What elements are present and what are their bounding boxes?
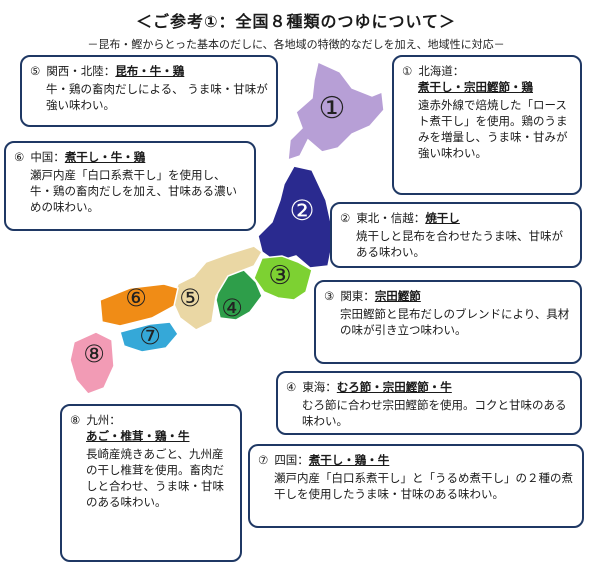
map-region-shikoku <box>119 321 179 353</box>
map-label-1: ① <box>319 91 346 126</box>
region-box-tokai: ④ 東海：むろ節・宗田鰹節・牛 むろ節に合わせ宗田鰹節を使用。コクと甘味のある味わ… <box>276 371 582 435</box>
map-label-7: ⑦ <box>139 322 161 350</box>
map-label-6: ⑥ <box>125 284 147 312</box>
region-description: 焼干しと昆布を合わせたうま味、甘味がある味わい。 <box>356 229 563 259</box>
region-label: 北海道： <box>418 64 465 78</box>
region-description: 瀬戸内産「白口系煮干し」と「うるめ煮干し」の２種の煮干しを使用したうま味・甘味の… <box>274 471 573 501</box>
region-label: 四国： <box>274 453 309 467</box>
map-label-3: ③ <box>268 261 291 291</box>
map-region-kyushu <box>69 331 115 395</box>
map-region-kansai <box>171 245 263 331</box>
map-label-2: ② <box>289 194 314 227</box>
region-dashi: 焼干し <box>425 211 460 225</box>
region-description: 宗田鰹節と昆布だしのブレンドにより、具材の味が引き立つ味わい。 <box>340 307 570 337</box>
region-heading: ③ 関東：宗田鰹節 <box>324 288 572 304</box>
region-box-kanto: ③ 関東：宗田鰹節 宗田鰹節と昆布だしのブレンドにより、具材の味が引き立つ味わい。 <box>314 280 582 364</box>
region-dashi: あご・椎茸・鶏・牛 <box>86 429 190 443</box>
region-label: 中国： <box>30 150 65 164</box>
region-number: ④ <box>286 380 297 394</box>
region-box-kyushu: ⑧ 九州： あご・椎茸・鶏・牛 長崎産焼きあごと、九州産の干し椎茸を使用。畜肉だし… <box>60 404 242 562</box>
map-label-4: ④ <box>221 294 243 322</box>
region-description: むろ節に合わせ宗田鰹節を使用。コクと甘味のある味わい。 <box>302 398 567 428</box>
region-heading: ⑧ 九州： <box>70 412 232 428</box>
region-dashi: むろ節・宗田鰹節・牛 <box>336 380 452 394</box>
region-label: 関東： <box>340 289 375 303</box>
region-number: ① <box>402 64 413 78</box>
region-heading: ⑤ 関西・北陸：昆布・牛・鶏 <box>30 63 268 79</box>
map-label-8: ⑧ <box>83 340 105 368</box>
region-box-chugoku: ⑥ 中国：煮干し・牛・鶏 瀬戸内産「白口系煮干し」を使用し、牛・鶏の畜肉だしを加え… <box>4 141 256 231</box>
region-number: ⑥ <box>14 150 25 164</box>
map-region-kanto <box>253 255 313 301</box>
map-label-5: ⑤ <box>179 284 201 312</box>
map-region-hokkaido <box>287 60 385 162</box>
region-number: ③ <box>324 289 335 303</box>
region-label: 九州： <box>86 413 121 427</box>
region-box-kansai: ⑤ 関西・北陸：昆布・牛・鶏 牛・鶏の畜肉だしによる、 うま味・甘味が強い味わい。 <box>20 55 278 127</box>
region-number: ⑦ <box>258 453 269 467</box>
region-description: 瀬戸内産「白口系煮干し」を使用し、牛・鶏の畜肉だしを加え、甘味ある濃いめの味わい… <box>30 168 237 214</box>
region-dashi: 煮干し・鶏・牛 <box>308 453 390 467</box>
region-heading: ② 東北・信越：焼干し <box>340 210 572 226</box>
region-number: ⑤ <box>30 64 41 78</box>
region-label: 東北・信越： <box>356 211 426 225</box>
page-subtitle: －昆布・鰹からとった基本のだしに、各地域の特徴的なだしを加え、地域性に対応－ <box>87 38 505 51</box>
map-region-chugoku <box>99 283 179 327</box>
region-box-shikoku: ⑦ 四国：煮干し・鶏・牛 瀬戸内産「白口系煮干し」と「うるめ煮干し」の２種の煮干し… <box>248 444 584 528</box>
region-heading: ④ 東海：むろ節・宗田鰹節・牛 <box>286 379 572 395</box>
region-dashi: 煮干し・宗田鰹節・鶏 <box>418 80 533 94</box>
region-box-hokkaido: ① 北海道： 煮干し・宗田鰹節・鶏 遠赤外線で焙焼した「ロースト煮干し」を使用。鶏… <box>392 55 582 195</box>
map-region-tokai <box>215 269 263 321</box>
region-box-tohoku: ② 東北・信越：焼干し 焼干しと昆布を合わせたうま味、甘味がある味わい。 <box>330 202 582 268</box>
region-heading: ① 北海道： <box>402 63 572 79</box>
region-description: 牛・鶏の畜肉だしによる、 うま味・甘味が強い味わい。 <box>46 82 268 112</box>
region-dashi: 宗田鰹節 <box>374 289 421 303</box>
region-dashi: 煮干し・牛・鶏 <box>64 150 146 164</box>
region-label: 関西・北陸： <box>46 64 116 78</box>
region-description: 長崎産焼きあごと、九州産の干し椎茸を使用。畜肉だしと合わせ、うま味・甘味のある味… <box>86 447 224 509</box>
region-number: ② <box>340 211 351 225</box>
page-title: ＜ご参考①：全国８種類のつゆについて＞ <box>135 12 457 31</box>
region-heading: ⑥ 中国：煮干し・牛・鶏 <box>14 149 246 165</box>
region-heading: ⑦ 四国：煮干し・鶏・牛 <box>258 452 574 468</box>
region-dashi: 昆布・牛・鶏 <box>115 64 185 78</box>
region-description: 遠赤外線で焙焼した「ロースト煮干し」を使用。鶏のうまみを増量し、うま味・甘みが強… <box>418 98 568 160</box>
region-number: ⑧ <box>70 413 81 427</box>
region-label: 東海： <box>302 380 337 394</box>
